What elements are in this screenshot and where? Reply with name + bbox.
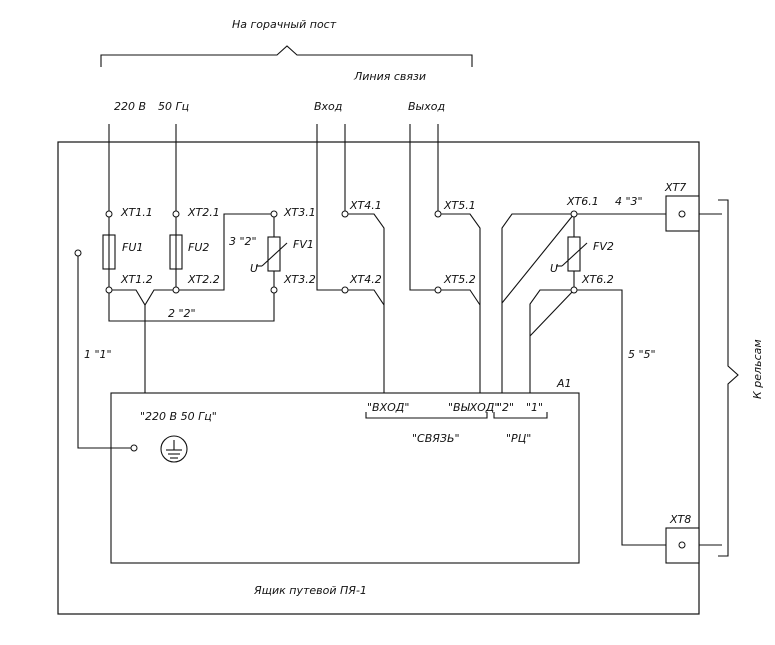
terminal-xt4-2 [341, 286, 349, 294]
label-a1-vkhod: "ВХОД" [367, 401, 409, 414]
terminal-xt1-1 [105, 210, 113, 218]
terminal-xt3-2 [270, 286, 278, 294]
terminal-a1-ground [130, 444, 138, 452]
terminal-xt3-1 [270, 210, 278, 218]
label-a1-vykhod: "ВЫХОД" [448, 401, 499, 414]
label-xt4-1: XT4.1 [349, 199, 382, 212]
label-a1-svyaz: "СВЯЗЬ" [412, 432, 460, 445]
arrester-fv1-slash [261, 242, 288, 267]
wire-vykhod-a [409, 124, 438, 291]
block-a1 [110, 392, 580, 564]
arrester-fv2 [567, 236, 581, 272]
label-vykhod: Выход [408, 100, 445, 113]
wire-xt5-2-to-a1 [438, 289, 481, 306]
wire-xt6-1-diag [501, 213, 575, 304]
terminal-xt6-2 [570, 286, 578, 294]
label-xt1-2: XT1.2 [120, 273, 153, 286]
label-wire-4: 4 "3" [615, 195, 643, 208]
wire-3 [176, 213, 274, 291]
terminal-xt2-1 [172, 210, 180, 218]
wire-power-merge [109, 289, 176, 307]
terminal-xt5-1 [434, 210, 442, 218]
label-50hz: 50 Гц [158, 100, 189, 113]
wire-xt4-1-to-a1 [345, 213, 385, 393]
label-xt2-2: XT2.2 [187, 273, 220, 286]
rails-brace [718, 199, 739, 557]
ground-icon [160, 435, 188, 463]
label-fu1: FU1 [122, 241, 143, 254]
cabinet-frame [57, 141, 700, 615]
label-wire-5: 5 "5" [628, 348, 656, 361]
terminal-xt8 [678, 541, 686, 549]
terminal-xt7 [678, 210, 686, 218]
label-u2: U [550, 262, 558, 275]
terminal-box-xt8 [665, 527, 700, 564]
terminal-xt1-2 [105, 286, 113, 294]
label-220v: 220 В [114, 100, 146, 113]
terminal-wire-1 [74, 249, 82, 257]
arrester-fv2-slash [561, 242, 588, 267]
label-a1-rc2: "2" [497, 401, 514, 414]
wire-xt6-2-left [529, 289, 574, 393]
wire-xt6-1-left [501, 213, 574, 393]
label-a1: A1 [556, 377, 572, 390]
terminal-xt6-1 [570, 210, 578, 218]
label-fv1: FV1 [293, 238, 314, 251]
label-a1-power: "220 В 50 Гц" [140, 410, 217, 423]
wire-5 [574, 289, 666, 546]
arrester-fv1 [267, 236, 281, 272]
wire-xt4-2-to-a1 [345, 289, 385, 306]
bracket-rc [493, 412, 548, 419]
wire-xt5-1-to-a1 [438, 213, 481, 393]
label-fv2: FV2 [593, 240, 614, 253]
label-xt2-1: XT2.1 [187, 206, 220, 219]
wire-xt6-2-diag [529, 289, 575, 337]
label-a1-rc1: "1" [526, 401, 543, 414]
wire-2 [108, 290, 275, 322]
terminal-xt5-2 [434, 286, 442, 294]
top-brace [100, 45, 473, 67]
label-rails: К рельсам [751, 339, 764, 399]
bracket-svyaz [365, 412, 488, 419]
label-wire-2: 2 "2" [168, 307, 196, 320]
label-wire-3: 3 "2" [229, 235, 257, 248]
label-xt4-2: XT4.2 [349, 273, 382, 286]
label-vkhod: Вход [314, 100, 342, 113]
label-xt3-1: XT3.1 [283, 206, 316, 219]
label-xt6-1: XT6.1 [566, 195, 599, 208]
label-xt8: XT8 [669, 513, 691, 526]
label-xt5-2: XT5.2 [443, 273, 476, 286]
label-xt6-2: XT6.2 [581, 273, 614, 286]
label-footer: Ящик путевой ПЯ-1 [253, 584, 367, 597]
label-u1: U [250, 262, 258, 275]
wire-1 [77, 253, 134, 449]
label-xt7: XT7 [664, 181, 686, 194]
terminal-xt2-2 [172, 286, 180, 294]
label-xt3-2: XT3.2 [283, 273, 316, 286]
label-xt5-1: XT5.1 [443, 199, 476, 212]
label-comm-line: Линия связи [353, 70, 426, 83]
wire-vkhod-a [316, 124, 345, 291]
label-a1-rc: "РЦ" [506, 432, 531, 445]
label-xt1-1: XT1.1 [120, 206, 153, 219]
label-wire-1: 1 "1" [84, 348, 112, 361]
label-to-post: На горачный пост [232, 18, 337, 31]
label-fu2: FU2 [188, 241, 209, 254]
terminal-xt4-1 [341, 210, 349, 218]
